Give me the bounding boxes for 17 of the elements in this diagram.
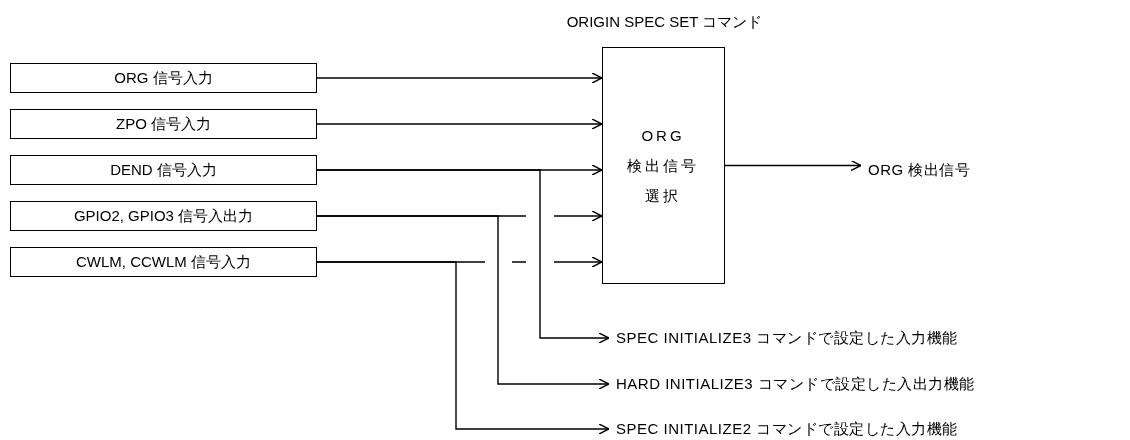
signal-box: DEND 信号入力 — [10, 155, 317, 185]
heading: ORIGIN SPEC SET コマンド — [565, 13, 764, 31]
arrow — [724, 159, 862, 172]
text-label: SPEC INITIALIZE2 コマンドで設定した入力機能 — [616, 420, 958, 438]
signal-box: CWLM, CCWLM 信号入力 — [10, 247, 317, 277]
signal-box: ORG 信号入力 — [10, 63, 317, 93]
arrow — [316, 118, 603, 130]
text-label: HARD INITIALIZE3 コマンドで設定した入出力機能 — [616, 375, 975, 393]
text-label: SPEC INITIALIZE3 コマンドで設定した入力機能 — [616, 329, 958, 347]
signal-box: ZPO 信号入力 — [10, 109, 317, 139]
arrow — [316, 72, 603, 84]
text-label: ORG 検出信号 — [868, 161, 971, 179]
arrow — [316, 169, 610, 344]
arrow — [316, 261, 610, 435]
box-label: ORG 検出信号選択 — [626, 126, 700, 206]
signal-box: GPIO2, GPIO3 信号入出力 — [10, 201, 317, 231]
arrow — [316, 215, 610, 390]
